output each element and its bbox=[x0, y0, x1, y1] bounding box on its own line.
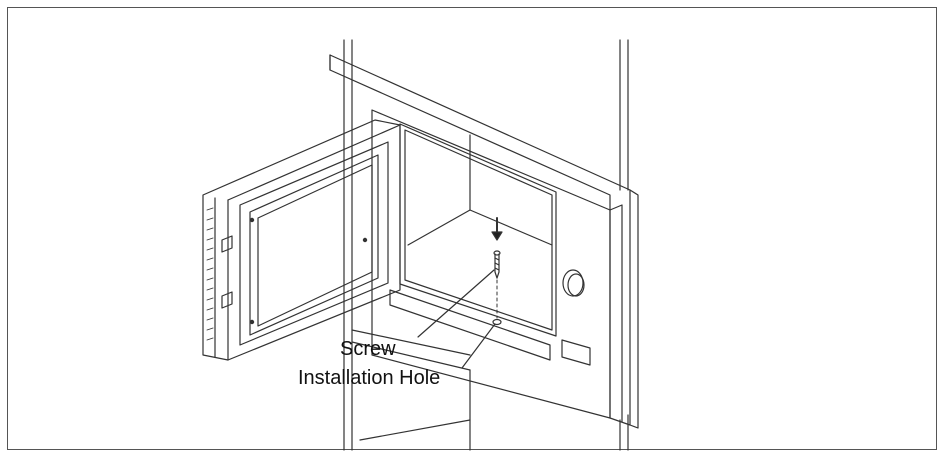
down-arrow-icon bbox=[491, 217, 503, 241]
figure-frame bbox=[7, 7, 937, 450]
microwave-door bbox=[202, 119, 401, 361]
screw-label: Screw bbox=[340, 338, 396, 360]
cabinet-outline bbox=[343, 39, 629, 451]
door-button bbox=[561, 339, 591, 366]
screw-leader-line bbox=[417, 269, 495, 338]
door-vent-pattern bbox=[206, 207, 214, 341]
screw-icon bbox=[493, 250, 501, 279]
hole-leader-line bbox=[461, 323, 496, 369]
installation-hole-icon bbox=[492, 318, 502, 326]
microwave-front-panel bbox=[329, 54, 639, 429]
installation-hole-label: Installation Hole bbox=[298, 367, 441, 389]
control-knob bbox=[562, 269, 585, 297]
